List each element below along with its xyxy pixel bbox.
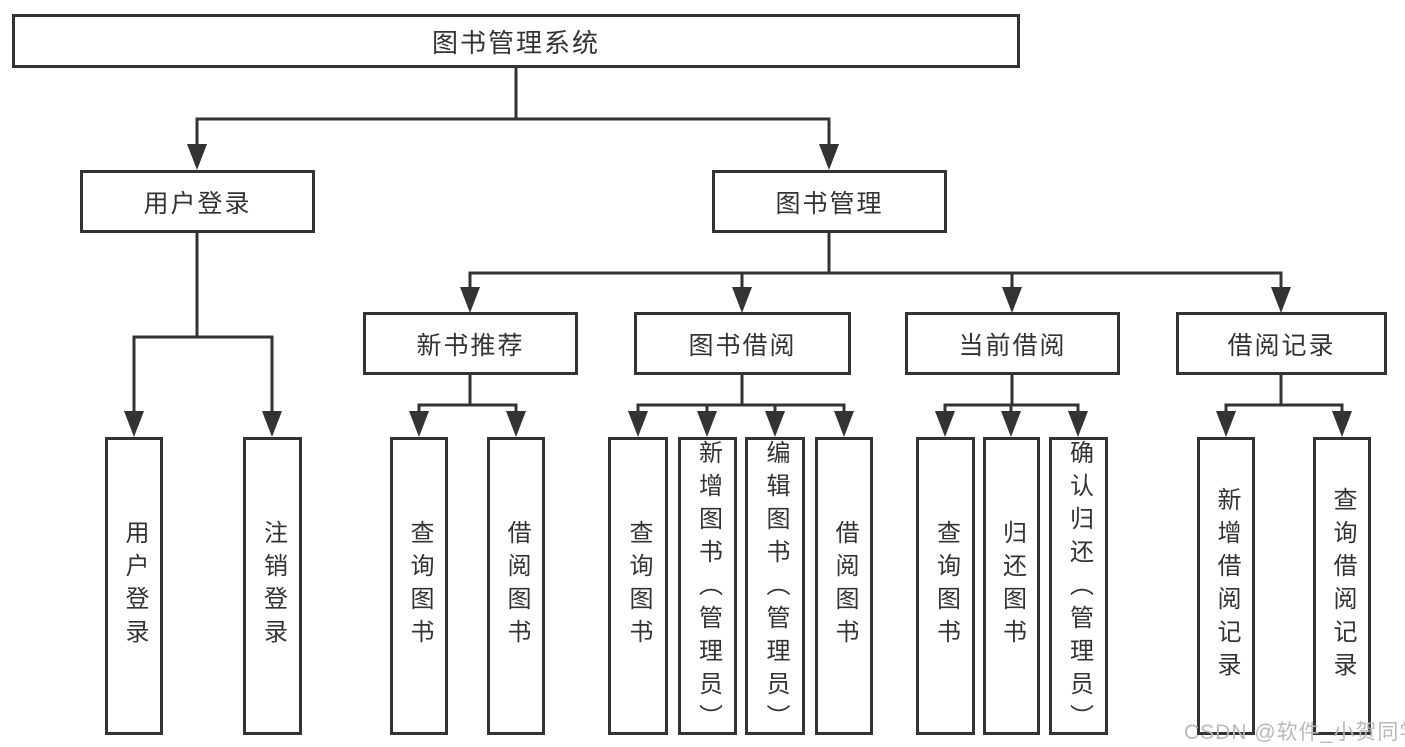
node-query-books-borrow: 查询图书 — [608, 437, 668, 735]
node-borrow-books: 借阅图书 — [815, 437, 873, 735]
node-root: 图书管理系统 — [12, 14, 1020, 68]
node-new-book-recommend: 新书推荐 — [363, 312, 578, 375]
node-query-books-recommend: 查询图书 — [390, 437, 448, 735]
connector-current-borrow-children — [943, 373, 1080, 417]
node-book-management: 图书管理 — [712, 170, 947, 233]
node-add-book-admin: 新增图书（管理员） — [678, 437, 737, 737]
connector-borrow-records-children — [1224, 373, 1344, 417]
node-current-borrow: 当前借阅 — [905, 312, 1120, 375]
node-query-borrow-record: 查询借阅记录 — [1313, 437, 1371, 735]
connector-book-borrow-children — [636, 373, 846, 417]
node-borrow-books-recommend: 借阅图书 — [487, 437, 545, 735]
connector-new-book-children — [417, 373, 518, 417]
node-borrow-records: 借阅记录 — [1176, 312, 1387, 375]
watermark: CSDN @软件_小贺同学 — [1184, 721, 1405, 744]
node-logout: 注销登录 — [243, 437, 302, 735]
node-confirm-return-admin: 确认归还（管理员） — [1049, 437, 1108, 737]
node-return-books: 归还图书 — [983, 437, 1040, 735]
node-edit-book-admin: 编辑图书（管理员） — [745, 437, 805, 737]
arrowheads — [124, 144, 1352, 437]
connector-root-to-level1 — [195, 66, 831, 150]
connector-user-login-children — [132, 231, 274, 417]
node-user-login-action: 用户登录 — [105, 437, 163, 735]
node-query-books-current: 查询图书 — [916, 437, 975, 735]
node-user-login: 用户登录 — [80, 170, 315, 233]
node-add-borrow-record: 新增借阅记录 — [1197, 437, 1255, 735]
node-book-borrow: 图书借阅 — [634, 312, 851, 375]
connector-book-mgmt-children — [468, 231, 1283, 293]
